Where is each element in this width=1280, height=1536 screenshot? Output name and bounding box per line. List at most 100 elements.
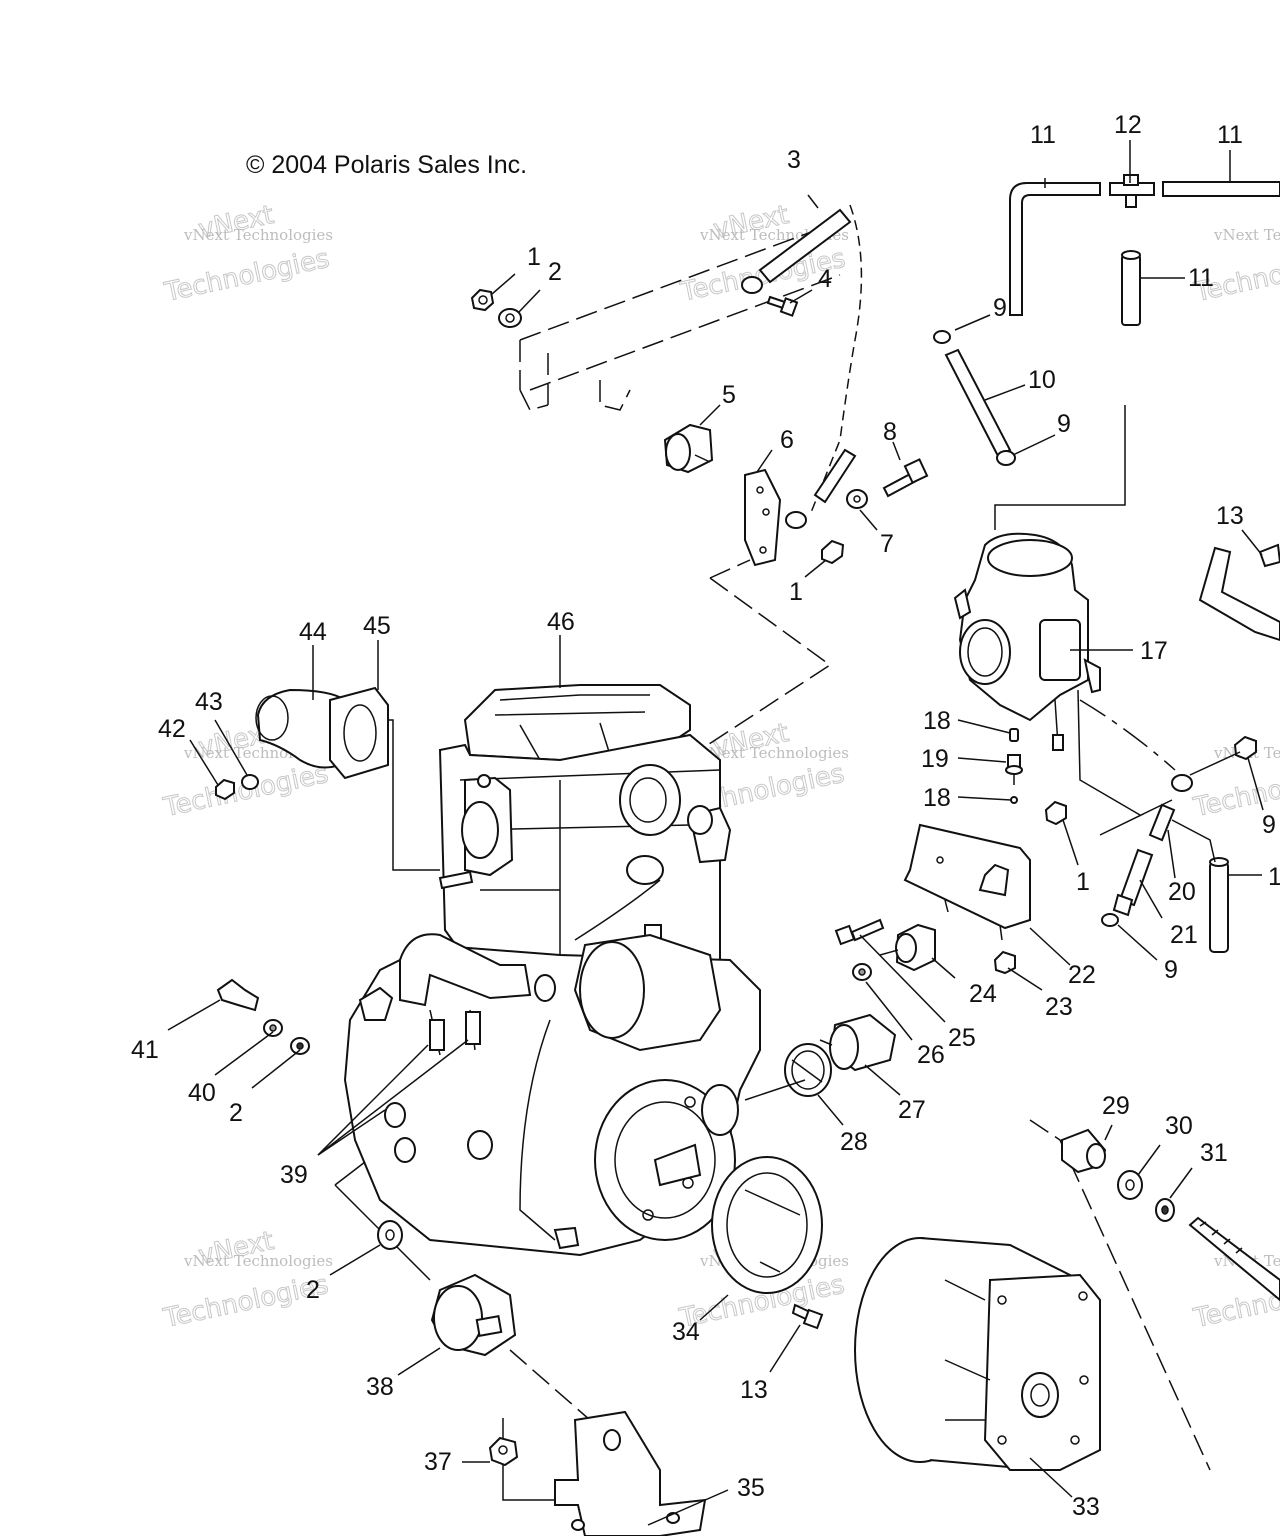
callout-1: 1 — [527, 243, 541, 271]
callout-46: 46 — [547, 608, 575, 636]
callout-33: 33 — [1072, 1493, 1100, 1521]
callout-3: 3 — [787, 146, 801, 174]
callout-10: 10 — [1028, 366, 1056, 394]
o-ring-18-top — [1009, 728, 1019, 742]
washer-2-left — [290, 1037, 310, 1055]
svg-text:vNext Technologies: vNext Technologies — [1213, 226, 1280, 244]
bracket-6 — [744, 468, 782, 567]
bracket-13-top-right — [1198, 543, 1280, 642]
callout-18: 18 — [923, 784, 951, 812]
watermark-1-line1: vNext Technologies — [183, 226, 333, 244]
nut-1-bracket — [1044, 800, 1067, 826]
washer-30 — [1117, 1170, 1143, 1200]
callout-9: 9 — [1057, 410, 1071, 438]
nut-23 — [993, 950, 1016, 975]
bolt-25 — [834, 918, 885, 946]
callout-1: 1 — [789, 578, 803, 606]
hose-11-vertical — [1121, 250, 1141, 326]
callout-39: 39 — [280, 1161, 308, 1189]
callout-2: 2 — [548, 258, 562, 286]
callout-45: 45 — [363, 612, 391, 640]
callout-42: 42 — [158, 715, 186, 743]
watermark-1: vNext vNext Technologies Technologies — [161, 199, 333, 308]
frame-rail — [519, 224, 841, 411]
callout-21: 21 — [1170, 921, 1198, 949]
callout-38: 38 — [366, 1373, 394, 1401]
nut-37 — [488, 1436, 519, 1467]
callout-13: 13 — [1216, 502, 1244, 530]
clamp-9-right — [1171, 774, 1193, 792]
nut-42 — [215, 778, 235, 801]
engine-assembly-46 — [343, 684, 761, 1257]
callout-27: 27 — [898, 1096, 926, 1124]
callout-37: 37 — [424, 1448, 452, 1476]
clamp-9-lower — [1101, 913, 1119, 927]
callout-5: 5 — [722, 381, 736, 409]
washer-26 — [852, 963, 872, 981]
fuel-line-10 — [944, 348, 1012, 458]
callout-11: 11 — [1217, 121, 1243, 149]
callout-8: 8 — [883, 418, 897, 446]
washer-2-top — [498, 308, 522, 328]
hose-clamp-28 — [784, 1043, 832, 1097]
ground-cable-3 — [741, 204, 863, 529]
carburetor-17 — [953, 532, 1101, 751]
banjo-bolt-41 — [216, 978, 260, 1012]
callout-18: 18 — [923, 707, 951, 735]
callout-9: 9 — [1164, 956, 1178, 984]
callout-20: 20 — [1168, 878, 1196, 906]
damper-27 — [819, 1013, 897, 1072]
callout-34: 34 — [672, 1318, 700, 1346]
callout-41: 41 — [131, 1036, 159, 1064]
tee-fitting-12 — [1109, 174, 1155, 208]
svg-text:vNext Technologies: vNext Technologies — [699, 744, 849, 762]
callout-17: 17 — [1140, 637, 1168, 665]
callout-6: 6 — [780, 426, 794, 454]
drive-clutch-33 — [854, 1237, 1101, 1471]
washer-2-bottom — [377, 1220, 403, 1250]
callout-7: 7 — [880, 530, 894, 558]
float-valve-19 — [1005, 754, 1023, 785]
fitting-21 — [1112, 848, 1154, 917]
callout-44: 44 — [299, 618, 327, 646]
dust-seal-34 — [711, 1156, 823, 1294]
intake-gasket-45 — [329, 686, 389, 780]
o-ring-18-bottom — [1010, 796, 1018, 804]
nut-1-mid — [821, 539, 845, 565]
clutch-bolt-32 — [1188, 1216, 1280, 1302]
callout-13: 13 — [740, 1376, 768, 1404]
clamp-9-top — [933, 330, 951, 344]
bolt-4 — [766, 295, 799, 317]
rubber-mount-5 — [663, 423, 714, 474]
tube-20 — [1148, 803, 1176, 842]
callout-31: 31 — [1200, 1139, 1228, 1167]
copyright-text: © 2004 Polaris Sales Inc. — [246, 151, 527, 179]
tube-right-vertical — [1209, 857, 1229, 953]
callout-30: 30 — [1165, 1112, 1193, 1140]
watermark-1-line3: Technologies — [161, 244, 332, 308]
callout-19: 19 — [921, 745, 949, 773]
callout-24: 24 — [969, 980, 997, 1008]
bolt-8 — [882, 458, 929, 498]
callout-35: 35 — [737, 1474, 765, 1502]
callout-4: 4 — [818, 265, 832, 293]
watermark-9: vNext Technologies Technologies — [1190, 1252, 1280, 1335]
engine-mount-bracket-22 — [903, 823, 1031, 941]
spacer-29 — [1061, 1128, 1107, 1174]
hose-11-left — [1009, 182, 1101, 316]
leader-lines — [167, 140, 1264, 1526]
bolt-13-bottom — [791, 1303, 824, 1330]
nut-1-right — [1233, 735, 1257, 761]
callout-25: 25 — [948, 1024, 976, 1052]
callout-1: 1 — [1076, 868, 1090, 896]
svg-text:Technologies: Technologies — [160, 759, 331, 823]
callout-43: 43 — [195, 688, 223, 716]
rubber-mount-38 — [430, 1273, 517, 1357]
nut-1-top — [470, 288, 495, 312]
washer-43 — [241, 774, 259, 790]
svg-text:vNext Technologies: vNext Technologies — [183, 1252, 333, 1270]
callout-22: 22 — [1068, 961, 1096, 989]
callout-40: 40 — [188, 1079, 216, 1107]
callout-9: 9 — [1262, 811, 1276, 839]
